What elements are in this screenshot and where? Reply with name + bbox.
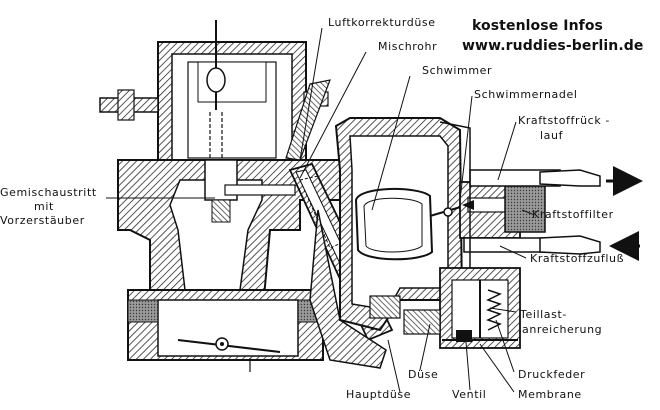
label-mischrohr: Mischrohr xyxy=(378,40,437,53)
label-kraftstoffrueck-1: Kraftstoffrück - xyxy=(518,114,610,127)
leader-lines xyxy=(106,27,533,393)
label-ventil: Ventil xyxy=(452,388,486,401)
float-chamber xyxy=(334,117,465,332)
label-kraftstoffrueck-2: lauf xyxy=(540,129,564,142)
air-intake xyxy=(99,20,329,173)
label-druckfeder: Druckfeder xyxy=(518,368,585,381)
label-duese: Düse xyxy=(408,368,438,381)
header-line-1: kostenlose Infos xyxy=(472,18,603,34)
label-luftkorrekturduese: Luftkorrekturdüse xyxy=(328,16,436,29)
header-line-2: www.ruddies-berlin.de xyxy=(462,38,644,54)
labels: Luftkorrekturdüse Mischrohr Schwimmer Sc… xyxy=(0,16,624,401)
label-gemischaustritt-2: mit xyxy=(34,200,54,213)
fuel-fittings xyxy=(439,121,643,301)
label-kraftstofffilter: Kraftstoffilter xyxy=(532,208,614,221)
label-gemischaustritt-1: Gemischaustritt xyxy=(0,186,97,199)
label-schwimmernadel: Schwimmernadel xyxy=(474,88,578,101)
carburetor-body xyxy=(117,159,341,372)
label-kraftstoffzufluss: Kraftstoffzufluß xyxy=(530,252,624,265)
label-hauptduese: Hauptdüse xyxy=(346,388,411,401)
label-membrane: Membrane xyxy=(518,388,582,401)
enrichment-valve xyxy=(403,267,521,349)
label-teillast-1: Teillast- xyxy=(519,308,567,321)
label-schwimmer: Schwimmer xyxy=(422,64,492,77)
label-gemischaustritt-3: Vorzerstäuber xyxy=(0,214,85,227)
label-teillast-2: anreicherung xyxy=(522,323,602,336)
